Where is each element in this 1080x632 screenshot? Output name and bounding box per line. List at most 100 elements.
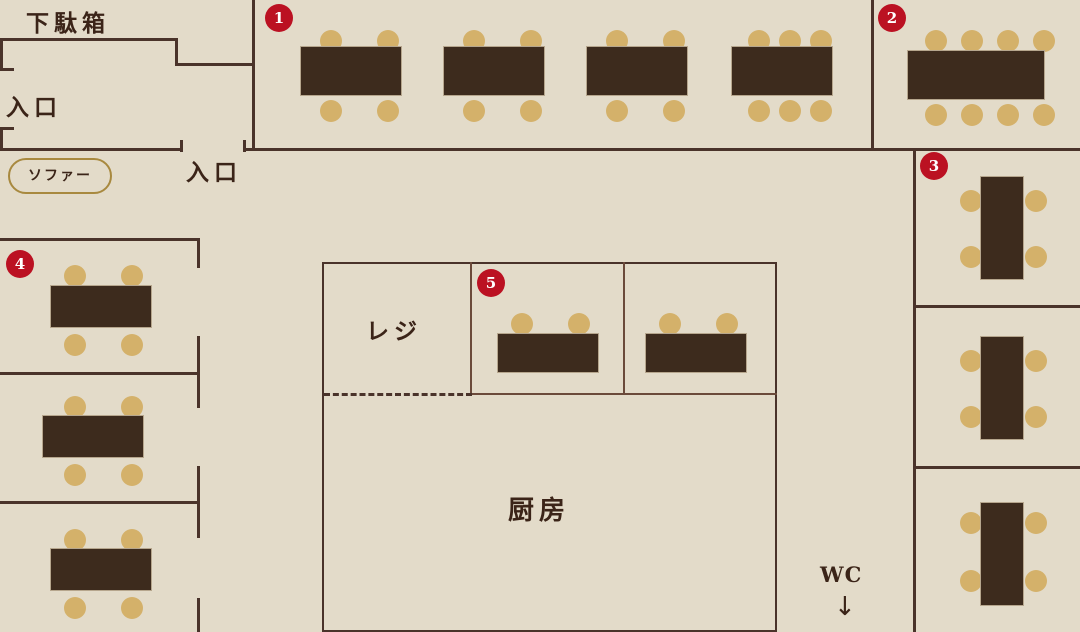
wall-entrance-right-stub <box>243 148 255 151</box>
wall-register-right <box>470 262 472 395</box>
zone-badge-4[interactable]: 4 <box>6 250 34 278</box>
chair <box>64 396 86 418</box>
table[interactable] <box>980 502 1024 606</box>
chair <box>960 350 982 372</box>
label-kitchen: 厨房 <box>508 496 571 526</box>
chair <box>960 570 982 592</box>
wall-zone4-partition-3 <box>197 598 200 632</box>
chair <box>1033 104 1055 126</box>
wall-zone4-divider-2 <box>0 501 200 504</box>
wall-zone5-divider <box>623 262 625 395</box>
kitchen-block-outline <box>322 262 777 632</box>
chair <box>748 100 770 122</box>
wall-zone4-top-stub <box>197 238 200 268</box>
chair <box>925 30 947 52</box>
chair <box>568 313 590 335</box>
wall-zone3-divider-1 <box>913 305 1080 308</box>
chair <box>64 265 86 287</box>
table[interactable] <box>497 333 599 373</box>
wall-entrance-hall-bottom <box>0 148 182 151</box>
chair <box>960 406 982 428</box>
chair <box>1025 246 1047 268</box>
chair <box>121 334 143 356</box>
label-register: レジ <box>366 319 422 345</box>
chair <box>121 597 143 619</box>
label-entrance-left: 入口 <box>6 95 62 121</box>
chair <box>64 529 86 551</box>
chair <box>1025 570 1047 592</box>
chair <box>659 313 681 335</box>
chair <box>961 30 983 52</box>
chair <box>997 30 1019 52</box>
chair <box>663 100 685 122</box>
table[interactable] <box>443 46 545 96</box>
table[interactable] <box>50 548 152 591</box>
chair <box>64 334 86 356</box>
register-counter-dashed-line <box>324 393 472 396</box>
wall-zone4-divider-1 <box>0 372 200 375</box>
door-jamb-left-top <box>0 68 14 71</box>
chair <box>779 100 801 122</box>
table[interactable] <box>300 46 402 96</box>
label-wc: WC <box>820 562 863 587</box>
table[interactable] <box>907 50 1045 100</box>
wall-zone2-bottom <box>871 148 1080 151</box>
door-jamb-center-right <box>243 140 246 152</box>
wall-zone1-zone2-divider <box>871 0 874 151</box>
zone-badge-1[interactable]: 1 <box>265 4 293 32</box>
chair <box>960 246 982 268</box>
wall-zone4-partition-2 <box>197 466 200 538</box>
wall-zone3-divider-2 <box>913 466 1080 469</box>
table[interactable] <box>980 336 1024 440</box>
chair <box>463 100 485 122</box>
wall-zone1-bottom <box>252 148 874 151</box>
label-entrance-center: 入口 <box>186 160 242 186</box>
chair <box>377 100 399 122</box>
table[interactable] <box>50 285 152 328</box>
table[interactable] <box>645 333 747 373</box>
chair <box>320 100 342 122</box>
chair <box>960 190 982 212</box>
zone-badge-5[interactable]: 5 <box>477 269 505 297</box>
table[interactable] <box>731 46 833 96</box>
chair <box>121 396 143 418</box>
chair <box>511 313 533 335</box>
table[interactable] <box>42 415 144 458</box>
chair <box>121 529 143 551</box>
wc-arrow-icon: ↓ <box>834 592 856 622</box>
table[interactable] <box>980 176 1024 280</box>
wall-zone5-bottom <box>470 393 777 395</box>
wall-zone4-top <box>0 238 200 241</box>
chair <box>960 512 982 534</box>
chair <box>1025 190 1047 212</box>
chair <box>64 464 86 486</box>
chair <box>1033 30 1055 52</box>
chair <box>925 104 947 126</box>
chair <box>121 464 143 486</box>
chair <box>606 100 628 122</box>
sofa-area: ソファー <box>8 158 112 194</box>
wall-zone1-left <box>252 0 255 150</box>
zone-badge-3[interactable]: 3 <box>920 152 948 180</box>
chair <box>1025 406 1047 428</box>
wall-zone3-left <box>913 148 916 632</box>
zone-badge-2[interactable]: 2 <box>878 4 906 32</box>
label-shoe-box: 下駄箱 <box>26 11 110 37</box>
wall-left-upper <box>0 38 3 70</box>
door-jamb-center-left <box>180 140 183 152</box>
chair <box>520 100 542 122</box>
wall-shoebox-step-horizontal <box>175 63 255 66</box>
chair <box>716 313 738 335</box>
chair <box>121 265 143 287</box>
wall-left-lower <box>0 128 3 150</box>
wall-zone4-partition-1 <box>197 336 200 408</box>
table[interactable] <box>586 46 688 96</box>
wall-shoebox-top <box>0 38 178 41</box>
chair <box>64 597 86 619</box>
chair <box>961 104 983 126</box>
wall-shoebox-right-step <box>175 38 178 66</box>
chair <box>1025 350 1047 372</box>
chair <box>810 100 832 122</box>
chair <box>997 104 1019 126</box>
